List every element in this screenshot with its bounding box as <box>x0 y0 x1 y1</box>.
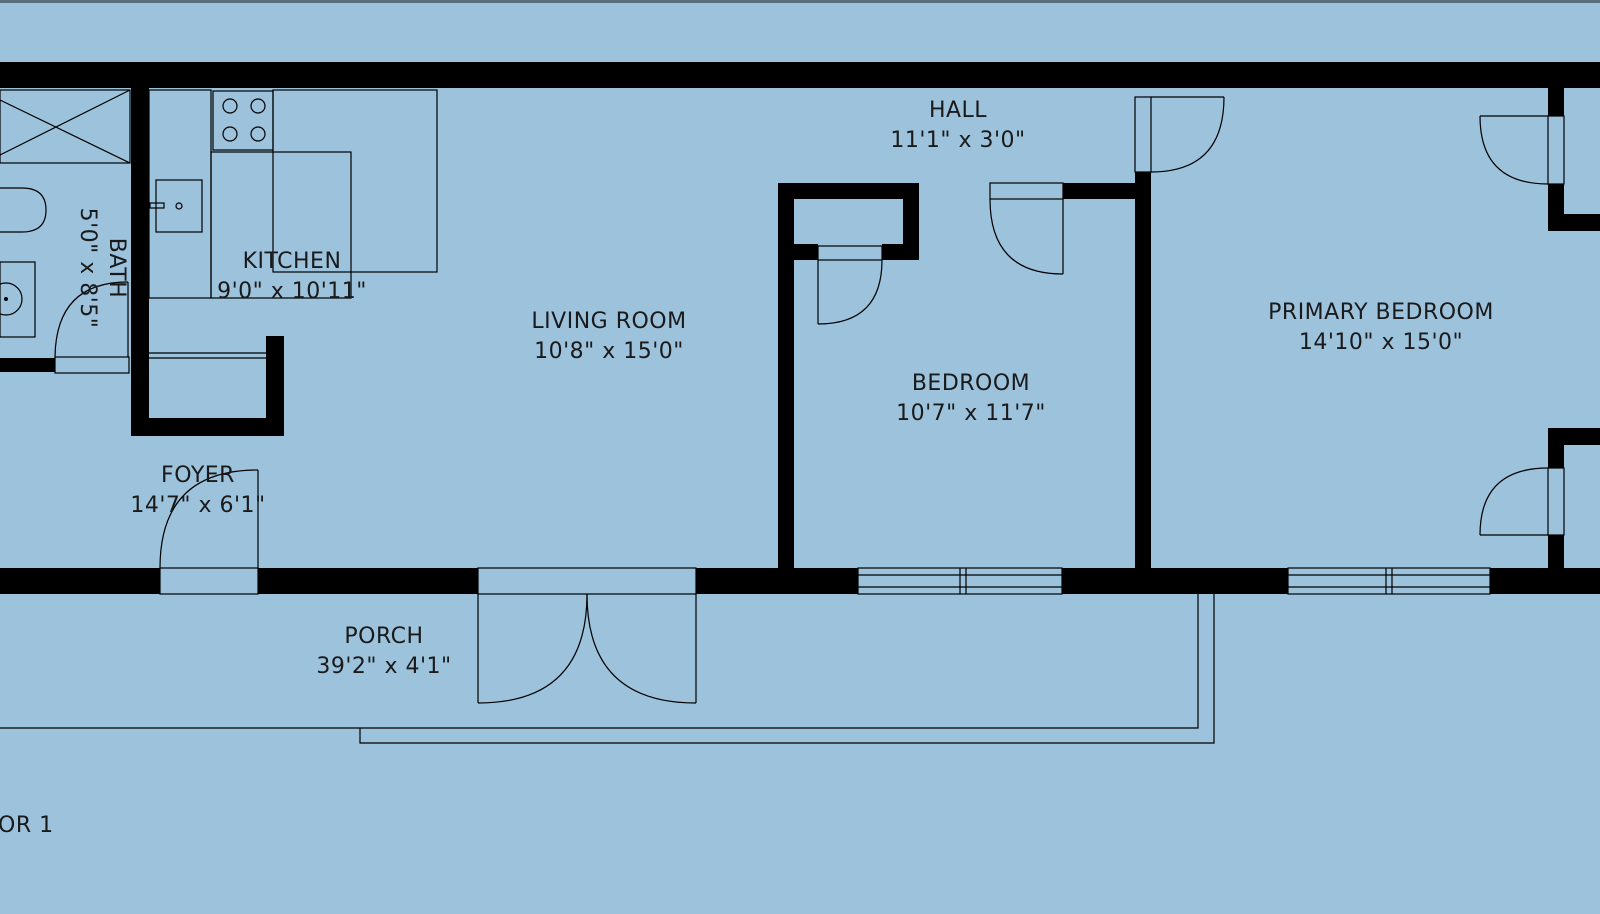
walls <box>0 62 1600 594</box>
wall-exterior-bottom-1 <box>0 568 160 594</box>
kitchen-name: KITCHEN <box>243 249 342 274</box>
wall-kitchen-bottom <box>131 418 284 436</box>
foyer-door-swing <box>159 469 259 569</box>
wall-exterior-bottom-3 <box>696 568 858 594</box>
bath-label-group: BATH 5'0" x 8'5" <box>75 208 129 329</box>
wall-bedroom-left <box>778 183 794 568</box>
top-border <box>0 0 1600 3</box>
living-door-swing-right <box>586 593 697 704</box>
foyer-dims: 14'7" x 6'1" <box>130 493 265 518</box>
fixtures <box>0 89 1565 744</box>
wall-closet-b-upper <box>1548 428 1564 468</box>
primary-door-sill <box>1134 96 1152 173</box>
wall-bedroom-top-1 <box>778 183 918 199</box>
shower-stall <box>0 89 131 164</box>
closet-door-swing <box>817 259 883 325</box>
living-double-door-sill <box>477 567 697 595</box>
bath-name: BATH <box>104 238 129 298</box>
living-dims: 10'8" x 15'0" <box>534 339 684 364</box>
living-name: LIVING ROOM <box>531 309 686 334</box>
stove-icon <box>212 90 274 151</box>
wall-exterior-bottom-2 <box>258 568 478 594</box>
closet-door-sill <box>817 245 883 261</box>
bath-dims: 5'0" x 8'5" <box>75 208 100 329</box>
wall-kitchen-left <box>131 88 149 436</box>
wall-closet-b-lower <box>1548 535 1564 568</box>
primary-door-swing <box>1150 96 1225 173</box>
wall-bedroom-top-2 <box>1063 183 1143 199</box>
bath-door-swing <box>54 281 129 358</box>
porch-dims: 39'2" x 4'1" <box>316 654 451 679</box>
living-door-swing-left <box>477 593 588 704</box>
bedroom-dims: 10'7" x 11'7" <box>896 401 1046 426</box>
wall-closet-right <box>903 183 919 260</box>
primary-window <box>1287 567 1491 595</box>
kitchen-counter-island <box>210 151 352 299</box>
closet-a-door-swing <box>1479 115 1549 185</box>
bath-sink <box>0 261 36 338</box>
hall-name: HALL <box>929 98 987 123</box>
primary-name: PRIMARY BEDROOM <box>1268 300 1494 325</box>
wall-bedroom-right <box>1135 172 1151 568</box>
porch-name: PORCH <box>344 624 423 649</box>
closet-b-door-sill <box>1547 467 1565 536</box>
primary-dims: 14'10" x 15'0" <box>1299 330 1463 355</box>
wall-closet-bottom-left <box>778 244 818 260</box>
bath-door-sill <box>54 356 130 374</box>
wall-exterior-top <box>0 62 1600 88</box>
toilet <box>0 187 47 233</box>
foyer-door-sill <box>159 567 259 595</box>
bedroom-door-swing <box>989 198 1064 275</box>
porch-outline-outer <box>359 594 1215 744</box>
wall-bath-bottom <box>0 358 55 372</box>
wall-exterior-bottom-4 <box>1062 568 1288 594</box>
bedroom-door-sill <box>989 182 1064 200</box>
kitchen-sink-icon <box>155 179 203 233</box>
closet-b-door-swing <box>1479 467 1549 536</box>
wall-kitchen-stub <box>266 336 284 436</box>
kitchen-dims: 9'0" x 10'11" <box>217 279 367 304</box>
wall-closet-a-top <box>1548 88 1564 116</box>
wall-exterior-bottom-5 <box>1490 568 1600 594</box>
closet-a-door-sill <box>1547 115 1565 185</box>
wall-closet-bottom-right <box>882 244 919 260</box>
room-labels: HALL 11'1" x 3'0" KITCHEN 9'0" x 10'11" … <box>0 98 1494 838</box>
kitchen-counter-top <box>272 89 438 273</box>
floor-label: OR 1 <box>0 813 54 838</box>
bedroom-name: BEDROOM <box>912 371 1030 396</box>
wall-closet-a-floor <box>1548 214 1600 231</box>
porch-outline-inner <box>0 594 1199 729</box>
hall-dims: 11'1" x 3'0" <box>890 128 1025 153</box>
foyer-name: FOYER <box>161 463 235 488</box>
